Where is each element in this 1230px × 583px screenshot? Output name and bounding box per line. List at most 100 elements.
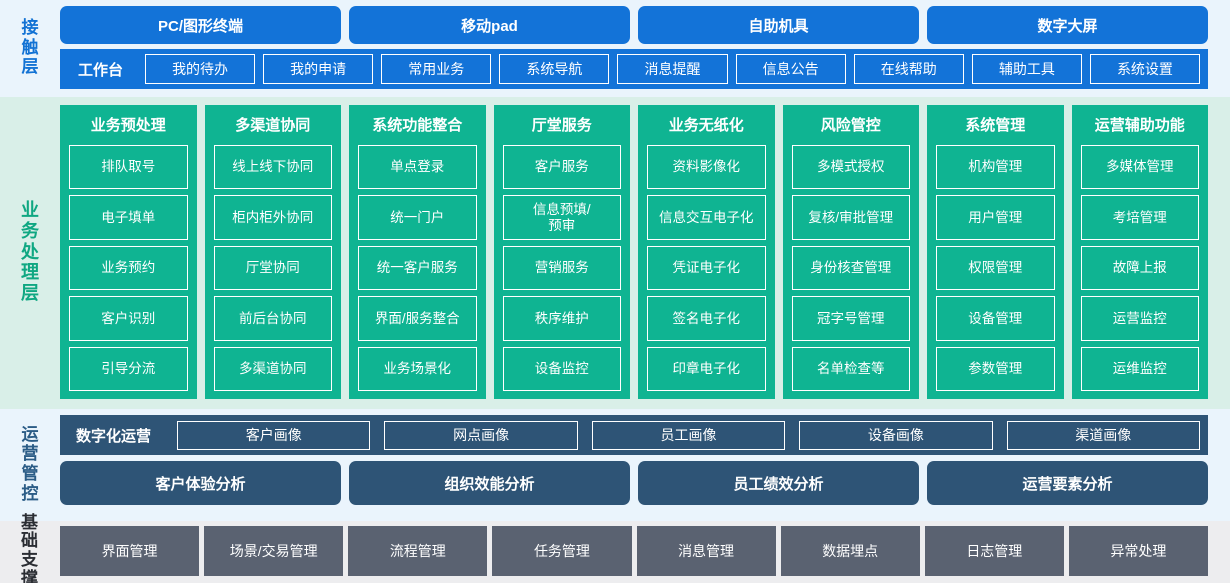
analysis-operation-elements[interactable]: 运营要素分析 [927,461,1208,505]
digital-operations-row: 数字化运营 客户画像 网点画像 员工画像 设备画像 渠道画像 [60,415,1208,455]
business-item[interactable]: 多媒体管理 [1080,145,1199,190]
business-item[interactable]: 引导分流 [69,346,188,392]
business-column-system-management: 系统管理 机构管理 用户管理 权限管理 设备管理 参数管理 [927,105,1064,399]
business-item[interactable]: 统一客户服务 [358,245,477,291]
business-column-title: 厅堂服务 [531,117,592,134]
workbench-item-message-reminder[interactable]: 消息提醒 [617,54,728,84]
foundation-layer-label: 基础支撑 [0,513,60,583]
business-item[interactable]: 业务预约 [69,245,188,291]
terminal-chip-pc[interactable]: PC/图形终端 [60,6,341,44]
analysis-row: 客户体验分析 组织效能分析 员工绩效分析 运营要素分析 [60,461,1208,505]
business-item[interactable]: 界面/服务整合 [358,296,477,341]
workbench-item-my-todo[interactable]: 我的待办 [145,54,256,84]
business-item[interactable]: 权限管理 [936,245,1055,291]
business-item[interactable]: 印章电子化 [647,346,766,392]
business-layer-label-text: 业务处理层 [21,200,40,304]
business-layer-label: 业务处理层 [0,105,60,399]
analysis-organizational-efficiency[interactable]: 组织效能分析 [349,461,630,505]
business-item[interactable]: 考培管理 [1080,195,1199,240]
business-column-preprocessing: 业务预处理 排队取号 电子填单 业务预约 客户识别 引导分流 [60,105,197,399]
business-column-operation-support: 运营辅助功能 多媒体管理 考培管理 故障上报 运营监控 运维监控 [1071,105,1208,399]
business-item[interactable]: 多模式授权 [791,145,910,190]
business-item[interactable]: 营销服务 [502,245,621,291]
portrait-customer[interactable]: 客户画像 [177,420,371,450]
business-item[interactable]: 设备监控 [502,346,621,392]
workbench-item-my-application[interactable]: 我的申请 [263,54,374,84]
workbench-bar: 工作台 我的待办 我的申请 常用业务 系统导航 消息提醒 信息公告 在线帮助 辅… [60,49,1208,89]
foundation-item-message-management[interactable]: 消息管理 [636,526,776,576]
terminal-chip-digital-screen[interactable]: 数字大屏 [927,6,1208,44]
business-layer-body: 业务预处理 排队取号 电子填单 业务预约 客户识别 引导分流 多渠道协同 线上线… [60,105,1230,399]
business-item[interactable]: 运维监控 [1080,346,1199,392]
portrait-device[interactable]: 设备画像 [799,420,993,450]
foundation-item-exception-handling[interactable]: 异常处理 [1068,526,1208,576]
business-item[interactable]: 厅堂协同 [213,245,332,291]
business-item[interactable]: 线上线下协同 [213,145,332,190]
business-item[interactable]: 信息预填/ 预审 [502,195,621,240]
workbench-item-online-help[interactable]: 在线帮助 [853,54,964,84]
portrait-branch[interactable]: 网点画像 [384,420,578,450]
business-item[interactable]: 客户服务 [502,145,621,190]
business-item[interactable]: 复核/审批管理 [791,195,910,240]
analysis-employee-performance[interactable]: 员工绩效分析 [638,461,919,505]
business-item[interactable]: 秩序维护 [502,296,621,341]
business-item[interactable]: 故障上报 [1080,245,1199,291]
business-item[interactable]: 设备管理 [936,296,1055,341]
business-item[interactable]: 冠字号管理 [791,296,910,341]
business-column-lobby-service: 厅堂服务 客户服务 信息预填/ 预审 营销服务 秩序维护 设备监控 [493,105,630,399]
business-item[interactable]: 机构管理 [936,145,1055,190]
terminal-chip-self-service[interactable]: 自助机具 [638,6,919,44]
business-item[interactable]: 排队取号 [69,145,188,190]
portrait-employee[interactable]: 员工画像 [591,420,786,450]
business-column-risk-control: 风险管控 多模式授权 复核/审批管理 身份核查管理 冠字号管理 名单检查等 [782,105,919,399]
portrait-channel[interactable]: 渠道画像 [1006,420,1200,450]
business-column-title: 系统管理 [965,117,1026,134]
foundation-layer-label-text: 基础支撑 [21,512,39,583]
foundation-item-data-tracking[interactable]: 数据埋点 [780,526,920,576]
workbench-item-common-business[interactable]: 常用业务 [381,54,492,84]
business-item[interactable]: 业务场景化 [358,346,477,392]
business-item[interactable]: 信息交互电子化 [647,195,766,240]
business-layer: 业务处理层 业务预处理 排队取号 电子填单 业务预约 客户识别 引导分流 多渠道… [0,97,1230,409]
foundation-item-process-management[interactable]: 流程管理 [348,526,488,576]
contact-layer-label-text: 接触层 [21,18,40,77]
foundation-item-scenario-transaction-management[interactable]: 场景/交易管理 [204,526,344,576]
foundation-item-ui-management[interactable]: 界面管理 [60,526,200,576]
terminal-row: PC/图形终端 移动pad 自助机具 数字大屏 [60,6,1208,44]
operations-layer-label: 运营管控 [0,415,60,513]
workbench-item-system-navigation[interactable]: 系统导航 [499,54,610,84]
business-item[interactable]: 凭证电子化 [647,245,766,291]
business-item[interactable]: 客户识别 [69,296,188,341]
foundation-layer-body: 界面管理 场景/交易管理 流程管理 任务管理 消息管理 数据埋点 日志管理 异常… [60,526,1230,576]
terminal-chip-mobile-pad[interactable]: 移动pad [349,6,630,44]
business-item[interactable]: 用户管理 [936,195,1055,240]
business-item[interactable]: 资料影像化 [647,145,766,190]
business-item[interactable]: 签名电子化 [647,296,766,341]
workbench-item-auxiliary-tools[interactable]: 辅助工具 [971,54,1082,84]
business-column-paperless: 业务无纸化 资料影像化 信息交互电子化 凭证电子化 签名电子化 印章电子化 [638,105,775,399]
business-column-system-integration: 系统功能整合 单点登录 统一门户 统一客户服务 界面/服务整合 业务场景化 [349,105,486,399]
business-item[interactable]: 电子填单 [69,195,188,240]
business-item[interactable]: 多渠道协同 [213,346,332,392]
business-item[interactable]: 单点登录 [358,145,477,190]
business-item[interactable]: 参数管理 [936,346,1055,392]
business-item[interactable]: 运营监控 [1080,296,1199,341]
business-item[interactable]: 前后台协同 [213,296,332,341]
business-column-title: 风险管控 [820,117,881,134]
digital-operations-title: 数字化运营 [76,427,152,445]
business-item[interactable]: 身份核查管理 [791,245,910,291]
business-item[interactable]: 名单检查等 [791,346,910,392]
foundation-item-task-management[interactable]: 任务管理 [492,526,632,576]
business-column-title: 业务预处理 [90,117,166,134]
workbench-item-system-settings[interactable]: 系统设置 [1089,54,1200,84]
business-item[interactable]: 统一门户 [358,195,477,240]
operations-layer-label-text: 运营管控 [21,424,40,503]
business-column-multichannel: 多渠道协同 线上线下协同 柜内柜外协同 厅堂协同 前后台协同 多渠道协同 [204,105,341,399]
business-column-title: 业务无纸化 [668,117,744,134]
business-column-title: 系统功能整合 [372,117,463,134]
foundation-layer: 基础支撑 界面管理 场景/交易管理 流程管理 任务管理 消息管理 数据埋点 日志… [0,513,1230,583]
workbench-item-information-notice[interactable]: 信息公告 [735,54,846,84]
foundation-item-log-management[interactable]: 日志管理 [924,526,1064,576]
analysis-customer-experience[interactable]: 客户体验分析 [60,461,341,505]
business-item[interactable]: 柜内柜外协同 [213,195,332,240]
